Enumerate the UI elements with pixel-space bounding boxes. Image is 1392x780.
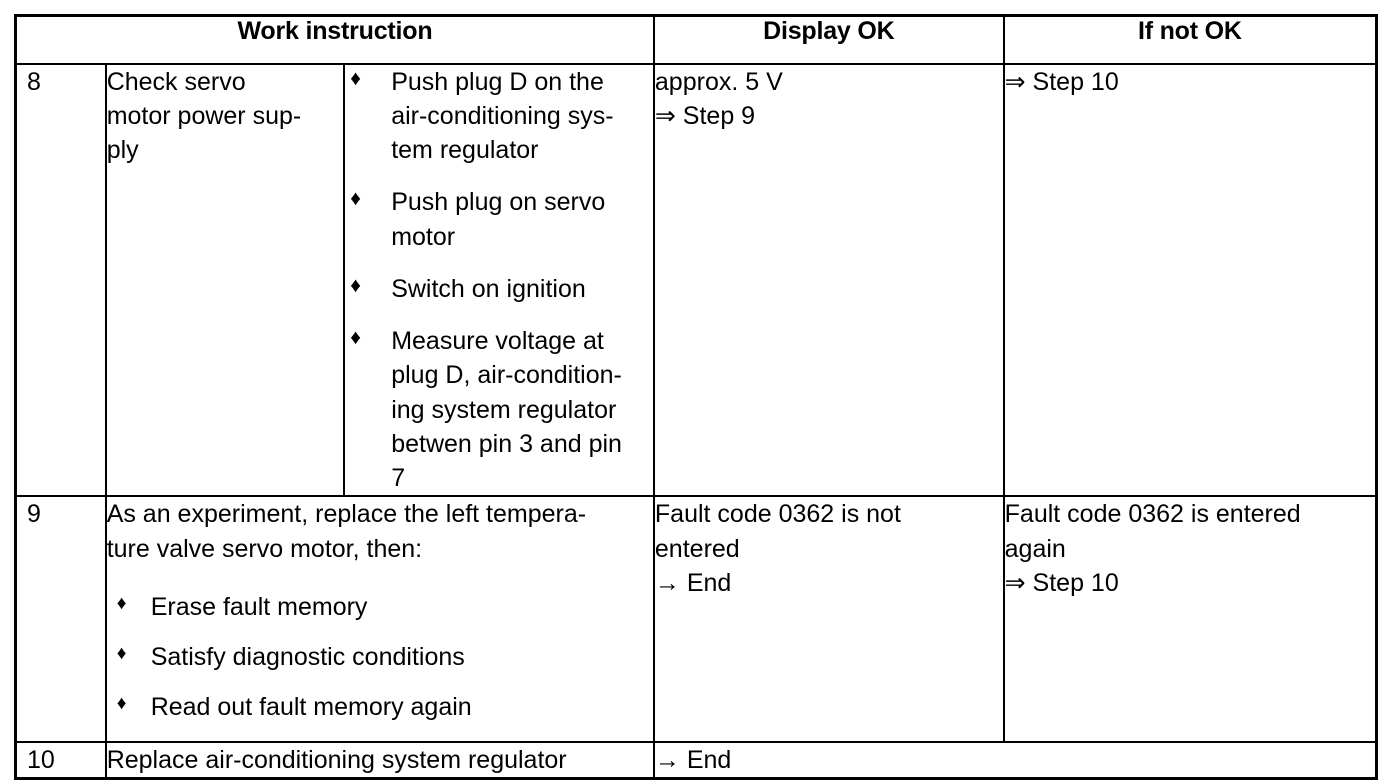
if-not-ok-line: Fault code 0362 is entered [1004, 500, 1301, 529]
list-item-line: betwen pin 3 and pin [391, 429, 622, 458]
instruction-text: Check servo motor power sup- ply [104, 62, 346, 498]
instruction-line: motor power sup- [106, 101, 302, 130]
list-item-line: Measure voltage at [391, 327, 604, 355]
instruction-line: ture valve servo motor, then: [106, 534, 423, 563]
instruction-line: Replace air-conditioning system regulato… [106, 745, 567, 774]
step-number: 9 [14, 495, 107, 743]
list-item-line: Push plug on servo [391, 188, 606, 217]
list-item-line: air-conditioning sys- [391, 101, 614, 130]
list-item-line: Switch on ignition [391, 274, 586, 303]
column-header-work-instruction: Work instruction [14, 14, 655, 65]
display-ok-line: approx. 5 V [654, 67, 783, 96]
list-item: ♦ Measure voltage at plug D, air-conditi… [345, 324, 649, 495]
list-item-label: Erase fault memory [150, 592, 368, 621]
display-ok-text: → End [652, 740, 1378, 780]
list-item-line: tem regulator [391, 136, 539, 164]
display-ok-line: → End [654, 568, 732, 597]
diamond-bullet-icon: ♦ [116, 643, 127, 664]
list-item: ♦ Switch on ignition [345, 272, 649, 306]
list-item-line: motor [391, 222, 456, 251]
work-instruction-table: Work instruction Display OK If not OK 8 … [14, 14, 1378, 780]
diamond-bullet-icon: ♦ [116, 693, 127, 715]
table-row: 8 Check servo motor power sup- ply ♦ Pus… [14, 62, 1378, 498]
bullet-list: ♦ Push plug D on the air-conditioning sy… [345, 65, 649, 496]
if-not-ok-line: ⇒ Step 10 [1004, 67, 1119, 96]
display-ok-line: entered [654, 534, 740, 563]
list-item-label: Satisfy diagnostic conditions [150, 643, 465, 671]
bullet-list: ♦ Erase fault memory ♦ Satisfy diagnosti… [107, 590, 653, 725]
list-item: ♦ Satisfy diagnostic conditions [107, 640, 653, 674]
diamond-bullet-icon: ♦ [350, 326, 361, 349]
instruction-line: ply [106, 136, 139, 164]
display-ok-line: → End [654, 745, 732, 774]
diamond-bullet-icon: ♦ [116, 592, 127, 614]
list-item-line: Push plug D on the [391, 67, 604, 96]
work-instruction-sheet: Work instruction Display OK If not OK 8 … [14, 14, 1378, 780]
column-header-if-not-ok: If not OK [1002, 14, 1378, 65]
instruction-line: As an experiment, replace the left tempe… [106, 500, 587, 529]
display-ok-line: ⇒ Step 9 [654, 101, 756, 130]
display-ok-line: Fault code 0362 is not [654, 500, 901, 529]
list-item: ♦ Push plug D on the air-conditioning sy… [345, 65, 649, 168]
instruction-text: As an experiment, replace the left tempe… [104, 495, 655, 743]
diamond-bullet-icon: ♦ [350, 187, 361, 211]
table-header: Work instruction Display OK If not OK [14, 14, 1378, 65]
list-item-line: 7 [391, 464, 406, 492]
diamond-bullet-icon: ♦ [350, 66, 361, 90]
list-item: ♦ Read out fault memory again [107, 690, 653, 724]
instruction-bullet-list-cell: ♦ Push plug D on the air-conditioning sy… [343, 62, 655, 498]
header-row: Work instruction Display OK If not OK [14, 14, 1378, 65]
instruction-line: Check servo [106, 67, 246, 96]
list-item: ♦ Push plug on servo motor [345, 185, 649, 254]
step-number: 8 [14, 62, 107, 498]
display-ok-text: approx. 5 V ⇒ Step 9 [652, 62, 1005, 498]
if-not-ok-text: Fault code 0362 is entered again ⇒ Step … [1002, 495, 1378, 743]
table-body: 8 Check servo motor power sup- ply ♦ Pus… [14, 62, 1378, 780]
list-item-label: Read out fault memory again [150, 693, 472, 722]
instruction-text: Replace air-conditioning system regulato… [104, 740, 655, 780]
list-item: ♦ Erase fault memory [107, 590, 653, 624]
list-item-line: ing system regulator [391, 395, 617, 424]
list-item-line: plug D, air-condition- [391, 361, 622, 390]
step-number: 10 [14, 740, 107, 780]
table-row: 10 Replace air-conditioning system regul… [14, 740, 1378, 780]
column-header-display-ok: Display OK [652, 14, 1005, 65]
diamond-bullet-icon: ♦ [350, 273, 361, 297]
if-not-ok-line: ⇒ Step 10 [1004, 568, 1119, 597]
if-not-ok-text: ⇒ Step 10 [1002, 62, 1378, 498]
if-not-ok-line: again [1004, 534, 1066, 563]
display-ok-text: Fault code 0362 is not entered → End [652, 495, 1005, 743]
table-row: 9 As an experiment, replace the left tem… [14, 495, 1378, 743]
